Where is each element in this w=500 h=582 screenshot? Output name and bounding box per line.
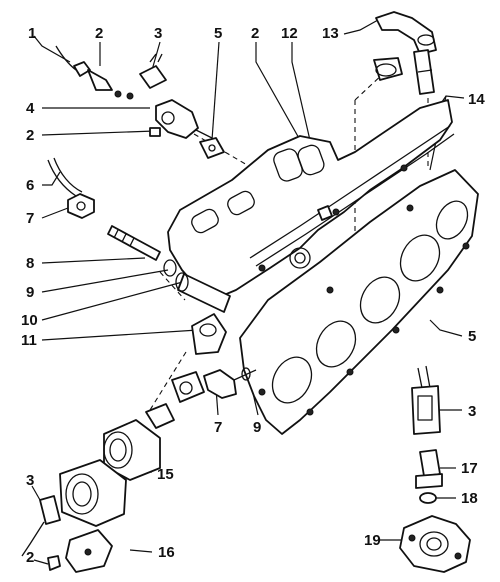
callout-2-top: 2: [95, 25, 103, 42]
part-18-seal-ring: [419, 492, 437, 504]
callout-16: 16: [158, 544, 175, 561]
callout-2-upper-right: 2: [251, 25, 259, 42]
intake-manifold: [167, 99, 455, 301]
part-3-connector-top: [139, 53, 167, 89]
part-6-vacuum-line: [47, 157, 83, 197]
callout-12: 12: [281, 25, 298, 42]
callout-7-left: 7: [26, 210, 34, 227]
callout-17: 17: [461, 460, 478, 477]
part-16-bracket: [65, 529, 113, 573]
manifold-flange-lower: [239, 169, 479, 435]
part-3-sensor-bottom: [21, 495, 61, 557]
callout-labels: 1 2 3 5 2 12 13 14 4 2 6 7 8 9 10 11 5 7…: [21, 25, 485, 566]
callout-11: 11: [21, 332, 37, 349]
callout-9-center: 9: [253, 419, 261, 436]
part-13-hose-elbow: [375, 11, 437, 95]
callout-3-top: 3: [154, 25, 162, 42]
callout-5-right: 5: [468, 328, 476, 345]
part-9-washers: [163, 259, 251, 381]
callout-8: 8: [26, 255, 34, 272]
callout-9-left: 9: [26, 284, 34, 301]
callout-1: 1: [28, 25, 36, 42]
callout-7-center: 7: [214, 419, 222, 436]
callout-2-bottom: 2: [26, 549, 34, 566]
callout-18: 18: [461, 490, 478, 507]
part-clamp-housing: [59, 459, 127, 527]
callout-10: 10: [21, 312, 38, 329]
part-1-wire: [55, 45, 91, 77]
callout-6: 6: [26, 177, 34, 194]
callout-13: 13: [322, 25, 339, 42]
part-7-nuts: [67, 193, 257, 399]
callout-2-left: 2: [26, 127, 34, 144]
callout-4: 4: [26, 100, 35, 117]
part-15-actuator: [103, 371, 205, 481]
part-4-valve-body: [155, 99, 213, 139]
part-8-stud: [107, 225, 161, 261]
part-17-temp-sensor: [415, 449, 443, 489]
part-3-sensor-right: [411, 365, 441, 435]
part-19-coolant-flange: [399, 515, 471, 573]
part-12-sensor: [373, 57, 403, 81]
part-11-housing: [191, 313, 227, 355]
callout-15: 15: [157, 466, 174, 483]
callout-5-top: 5: [214, 25, 222, 42]
part-5-gasket-top: [199, 137, 225, 159]
callout-3-right: 3: [468, 403, 476, 420]
callout-19: 19: [364, 532, 381, 549]
callout-3-bottom: 3: [26, 472, 34, 489]
part-10-sleeve: [175, 272, 231, 313]
callout-14: 14: [468, 91, 485, 108]
part-2-screws: [47, 69, 333, 571]
